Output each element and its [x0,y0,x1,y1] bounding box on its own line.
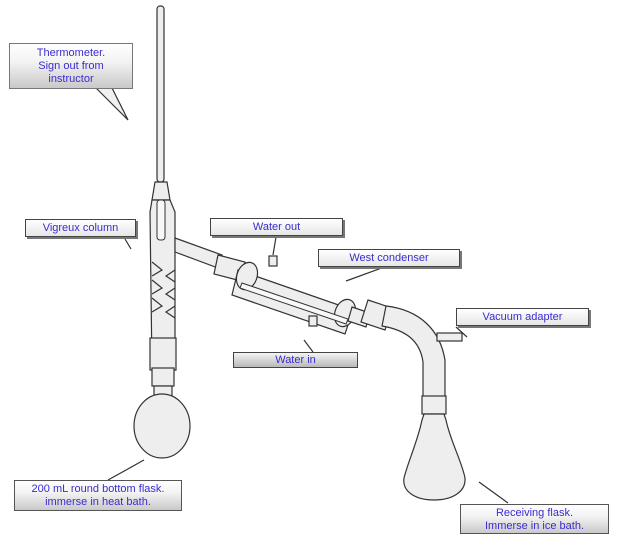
vacuum-adapter-label: Vacuum adapter [456,308,589,326]
receiving-flask [403,395,466,501]
vacuum-adapter [381,305,463,399]
vigreux-column [149,199,177,371]
west-condenser-label: West condenser [318,249,460,267]
thermometer-callout: Thermometer. Sign out from instructor [9,43,133,89]
water-out-label: Water out [210,218,343,236]
receiving-flask-label: Receiving flask. Immerse in ice bath. [460,504,609,534]
thermometer [151,5,171,201]
vigreux-column-label: Vigreux column [25,219,136,237]
side-arm [174,237,246,282]
west-condenser [231,255,357,335]
water-in-label: Water in [233,352,358,368]
round-bottom-flask [133,367,191,459]
round-bottom-flask-label: 200 mL round bottom flask. immerse in he… [14,480,182,511]
